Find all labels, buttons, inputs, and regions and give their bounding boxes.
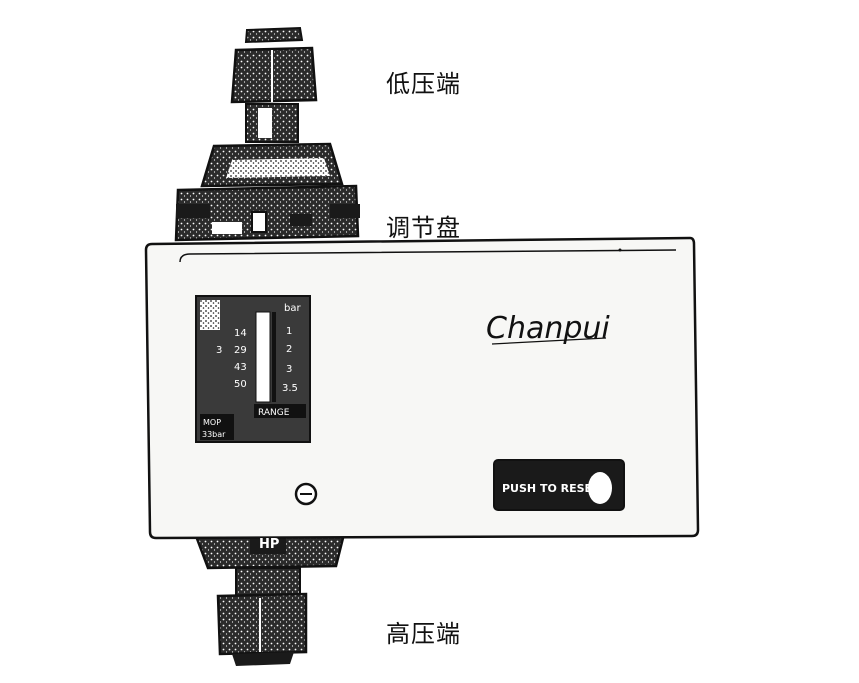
scale-right-value-2: 2 xyxy=(286,344,292,355)
reset-button[interactable]: PUSH TO RESET xyxy=(493,459,625,511)
port-label: HP xyxy=(259,537,279,552)
screw-icon xyxy=(294,482,318,506)
scale-right-value-3: 3 xyxy=(286,364,292,375)
brand-underline xyxy=(491,337,607,345)
scale-right-value-1: 1 xyxy=(286,326,292,337)
brand-logo: Chanpui xyxy=(486,311,610,346)
scale-left-value-4: 50 xyxy=(234,379,247,390)
scale-mop-value: 33bar xyxy=(202,430,226,439)
scale-left-value-3: 43 xyxy=(234,362,247,373)
scale-left-small: 3 xyxy=(216,345,222,356)
scale-left-value-1: 14 xyxy=(234,328,247,339)
scale-range-label: RANGE xyxy=(258,408,290,418)
reset-button-label: PUSH TO RESET xyxy=(502,482,600,495)
label-adjust-dial: 调节盘 xyxy=(386,214,461,242)
scale-left-value-2: 29 xyxy=(234,345,247,356)
high-pressure-fitting xyxy=(194,532,346,666)
label-low-pressure-end: 低压端 xyxy=(386,70,461,98)
label-high-pressure-end: 高压端 xyxy=(386,620,461,648)
scale-mop-label: MOP xyxy=(203,418,221,427)
low-pressure-fitting xyxy=(200,26,344,188)
pressure-scale-plate: bar 14 29 43 50 3 1 2 3 3.5 RANGE MOP 33… xyxy=(195,295,311,443)
reset-button-knob xyxy=(588,472,612,504)
scale-right-value-4: 3.5 xyxy=(282,383,298,394)
adjustment-dial xyxy=(174,184,360,242)
scale-header: bar xyxy=(284,303,301,314)
